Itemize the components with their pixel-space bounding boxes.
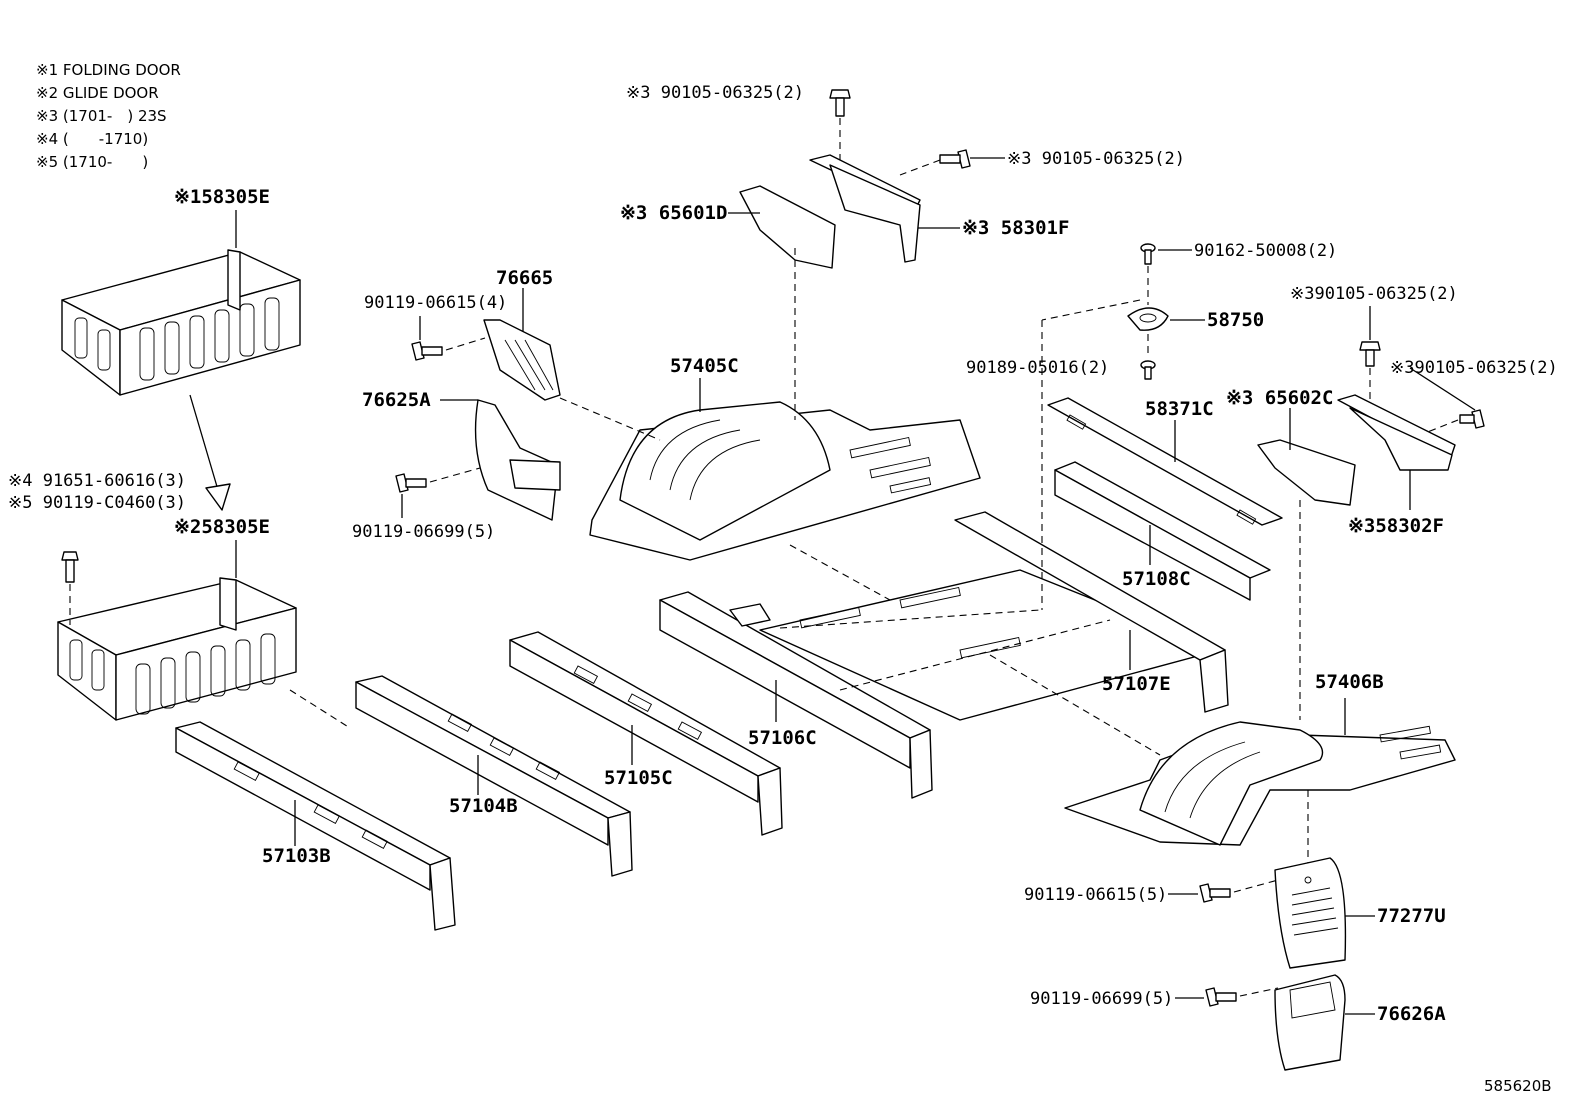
part-58302F[interactable] [1337, 394, 1456, 471]
label-90189: 90189-05016(2) [966, 358, 1109, 378]
label-57105C: 57105C [604, 767, 673, 789]
screw-icon [1140, 360, 1156, 380]
down-arrow-icon [189, 394, 231, 511]
label-90162: 90162-50008(2) [1194, 241, 1337, 261]
part-57106C[interactable] [659, 591, 933, 799]
screw-icon [1140, 243, 1156, 265]
label-58371C: 58371C [1145, 398, 1214, 420]
label-90105-top: ※3 90105-06325(2) [626, 83, 804, 103]
part-77277U[interactable] [1274, 857, 1347, 969]
label-76626A: 76626A [1377, 1003, 1446, 1025]
figure-id: 585620B [1484, 1077, 1552, 1095]
part-57107E[interactable] [759, 511, 1229, 721]
part-57104B[interactable] [355, 675, 633, 877]
label-57103B: 57103B [262, 845, 331, 867]
label-57104B: 57104B [449, 795, 518, 817]
bolt-icon [411, 341, 443, 361]
note-5: ※5 (1710- ) [36, 153, 148, 171]
bolt-icon [395, 473, 427, 493]
bolt-icon [61, 551, 79, 583]
label-90119-06699-5b: 90119-06699(5) [1030, 989, 1173, 1009]
bolt-icon [1205, 987, 1237, 1007]
label-77277U: 77277U [1377, 905, 1446, 927]
footnotes: ※1 FOLDING DOOR ※2 GLIDE DOOR ※3 (1701- … [36, 61, 181, 171]
part-65602C[interactable] [1257, 439, 1356, 506]
note-3: ※3 (1701- ) 23S [36, 107, 167, 125]
part-58301F[interactable] [809, 154, 921, 263]
note-2: ※2 GLIDE DOOR [36, 84, 159, 102]
part-57105C[interactable] [509, 631, 783, 836]
label-91651: ※4 91651-60616(3) [8, 471, 186, 491]
bolt-icon [1199, 883, 1231, 903]
part-76665[interactable] [483, 319, 561, 401]
label-76625A: 76625A [362, 389, 431, 411]
note-4: ※4 ( -1710) [36, 130, 148, 148]
bolt-icon [939, 149, 971, 169]
note-1: ※1 FOLDING DOOR [36, 61, 181, 79]
part-58371C[interactable] [1047, 397, 1283, 526]
part-65601D[interactable] [739, 185, 836, 269]
part-57405C[interactable] [589, 401, 981, 561]
part-57103B[interactable] [175, 721, 456, 931]
label-57106C: 57106C [748, 727, 817, 749]
part-58750[interactable] [1127, 307, 1169, 331]
part-58305E-glide[interactable] [57, 577, 297, 721]
part-76626A[interactable] [1274, 974, 1346, 1071]
label-65602C: ※3 65602C [1226, 387, 1333, 409]
label-90119-C0460: ※5 90119-C0460(3) [8, 493, 186, 513]
label-90105-right3: ※390105-06325(2) [1390, 358, 1558, 378]
bolt-icon [1359, 341, 1381, 367]
label-90119-06615-5: 90119-06615(5) [1024, 885, 1167, 905]
label-65601D: ※3 65601D [620, 202, 727, 224]
part-76625A[interactable] [474, 399, 561, 521]
label-58750: 58750 [1207, 309, 1264, 331]
label-90105-right2: ※390105-06325(2) [1290, 284, 1458, 304]
label-58301F: ※3 58301F [962, 217, 1069, 239]
label-57406B: 57406B [1315, 671, 1384, 693]
label-90119-06615-4: 90119-06615(4) [364, 293, 507, 313]
label-57405C: 57405C [670, 355, 739, 377]
part-57406B[interactable] [1064, 721, 1456, 846]
bolt-icon [1459, 409, 1485, 429]
label-58305E-2: ※258305E [174, 516, 270, 538]
label-57108C: 57108C [1122, 568, 1191, 590]
label-58302F: ※358302F [1348, 515, 1444, 537]
part-57108C[interactable] [1054, 461, 1271, 601]
label-90119-06699-5a: 90119-06699(5) [352, 522, 495, 542]
label-58305E-1: ※158305E [174, 186, 270, 208]
label-57107E: 57107E [1102, 673, 1171, 695]
label-76665: 76665 [496, 267, 553, 289]
label-90105-right1: ※3 90105-06325(2) [1007, 149, 1185, 169]
bolt-icon [829, 89, 851, 117]
part-58305E-folding[interactable] [61, 249, 301, 396]
